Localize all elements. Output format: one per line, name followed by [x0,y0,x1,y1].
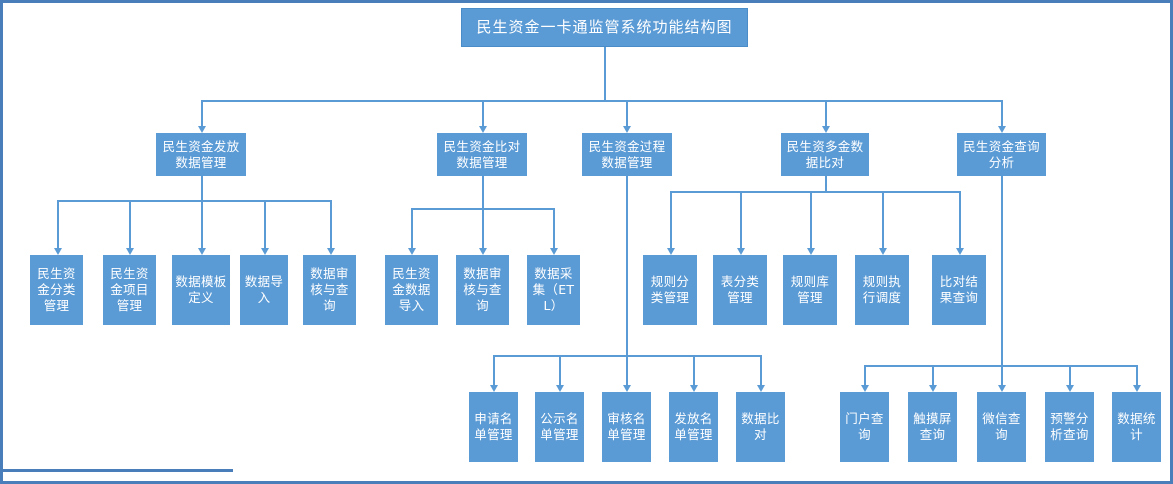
arrowhead-b1-child-4 [260,248,269,255]
arrowhead-branch-2 [478,126,487,133]
connector-root-bus [202,100,1002,102]
node-root-title[interactable]: 民生资金一卡通监管系统功能结构图 [461,8,748,47]
node-leaf-publicity-list-mgmt[interactable]: 公示名单管理 [535,392,584,462]
arrowhead-b3-child-3 [622,385,631,392]
connector-b5-drop-4 [1069,365,1071,387]
arrowhead-b4-child-5 [955,248,964,255]
node-leaf-audit-list-mgmt[interactable]: 审核名单管理 [602,392,651,462]
arrowhead-b5-child-4 [1065,385,1074,392]
connector-b4-drop-4 [882,191,884,250]
node-leaf-issue-list-mgmt[interactable]: 发放名单管理 [669,392,718,462]
node-leaf-compare-data-audit-query[interactable]: 数据审核与查询 [456,255,509,325]
node-leaf-compare-result-query[interactable]: 比对结果查询 [932,255,986,325]
arrowhead-b2-child-2 [478,248,487,255]
connector-b1-drop-5 [330,200,332,250]
node-branch-compare-data[interactable]: 民生资金比对数据管理 [437,133,527,176]
connector-b4-drop-2 [740,191,742,250]
connector-b4-stem [825,176,827,192]
connector-b3-drop-5 [760,355,762,387]
arrowhead-b1-child-2 [125,248,134,255]
node-leaf-rule-exec-schedule[interactable]: 规则执行调度 [855,255,909,325]
canvas-bottom-rule [3,469,233,472]
arrowhead-b1-child-3 [197,248,206,255]
arrowhead-b5-child-5 [1132,385,1141,392]
node-leaf-data-template-def[interactable]: 数据模板定义 [172,255,230,325]
connector-b5-drop-2 [932,365,934,387]
node-leaf-data-collection-etl[interactable]: 数据采集（ETL） [527,255,580,325]
arrowhead-b5-child-3 [997,385,1006,392]
connector-b1-drop-2 [129,200,131,250]
node-branch-issue-data[interactable]: 民生资金发放数据管理 [156,133,246,176]
connector-b1-stem [201,176,203,201]
node-leaf-fund-category-mgmt[interactable]: 民生资金分类管理 [30,255,83,325]
connector-b5-drop-3 [1001,365,1003,387]
connector-b5-bus [864,365,1137,367]
connector-b3-drop-1 [493,355,495,387]
connector-drop-branch-4 [825,100,827,128]
arrowhead-branch-3 [622,126,631,133]
node-leaf-alert-analysis-query[interactable]: 预警分析查询 [1045,392,1094,462]
node-leaf-wechat-query[interactable]: 微信查询 [977,392,1026,462]
arrowhead-b2-child-3 [549,248,558,255]
node-leaf-rule-repo-mgmt[interactable]: 规则库管理 [783,255,837,325]
connector-b4-drop-1 [670,191,672,250]
arrowhead-branch-5 [997,126,1006,133]
connector-root-stem [604,47,606,100]
arrowhead-b5-child-1 [860,385,869,392]
arrowhead-b4-child-2 [736,248,745,255]
arrowhead-b4-child-4 [878,248,887,255]
node-leaf-data-statistics[interactable]: 数据统计 [1112,392,1161,462]
node-leaf-data-audit-query[interactable]: 数据审核与查询 [303,255,356,325]
connector-b3-stem [626,176,628,356]
arrowhead-b3-child-2 [555,385,564,392]
connector-b5-stem [1001,176,1003,366]
node-leaf-data-import[interactable]: 数据导入 [240,255,288,325]
arrowhead-b4-child-1 [666,248,675,255]
node-leaf-data-compare[interactable]: 数据比对 [736,392,785,462]
connector-b3-drop-4 [693,355,695,387]
arrowhead-b4-child-3 [806,248,815,255]
connector-b4-drop-5 [959,191,961,250]
node-leaf-touchscreen-query[interactable]: 触摸屏查询 [908,392,957,462]
connector-drop-branch-1 [201,100,203,128]
connector-b2-drop-1 [411,208,413,250]
arrowhead-b1-child-1 [53,248,62,255]
connector-b1-bus [57,200,332,202]
arrowhead-branch-4 [821,126,830,133]
node-leaf-table-category-mgmt[interactable]: 表分类管理 [713,255,767,325]
connector-b5-drop-5 [1136,365,1138,387]
arrowhead-b3-child-4 [689,385,698,392]
connector-b5-drop-1 [864,365,866,387]
node-branch-query-analysis[interactable]: 民生资金查询分析 [957,133,1046,176]
arrowhead-b1-child-5 [326,248,335,255]
connector-b3-drop-3 [626,355,628,387]
arrowhead-b2-child-1 [407,248,416,255]
connector-drop-branch-2 [482,100,484,128]
arrowhead-b3-child-1 [489,385,498,392]
node-leaf-fund-project-mgmt[interactable]: 民生资金项目管理 [103,255,156,325]
node-branch-multi-compare[interactable]: 民生资多金数据比对 [781,133,869,176]
node-leaf-rule-category-mgmt[interactable]: 规则分类管理 [643,255,697,325]
connector-b1-drop-3 [201,200,203,250]
connector-b1-drop-4 [264,200,266,250]
connector-drop-branch-3 [626,100,628,128]
connector-drop-branch-5 [1001,100,1003,128]
node-leaf-portal-query[interactable]: 门户查询 [840,392,889,462]
connector-b2-stem [482,176,484,209]
arrowhead-branch-1 [197,126,206,133]
connector-b2-drop-2 [482,208,484,250]
connector-b2-drop-3 [553,208,555,250]
node-branch-process-data[interactable]: 民生资金过程数据管理 [582,133,672,176]
connector-b4-bus [670,191,961,193]
node-leaf-fund-data-import[interactable]: 民生资金数据导入 [385,255,438,325]
connector-b4-drop-3 [810,191,812,250]
arrowhead-b5-child-2 [928,385,937,392]
node-leaf-apply-list-mgmt[interactable]: 申请名单管理 [469,392,518,462]
connector-b1-drop-1 [57,200,59,250]
connector-b3-drop-2 [559,355,561,387]
arrowhead-b3-child-5 [756,385,765,392]
